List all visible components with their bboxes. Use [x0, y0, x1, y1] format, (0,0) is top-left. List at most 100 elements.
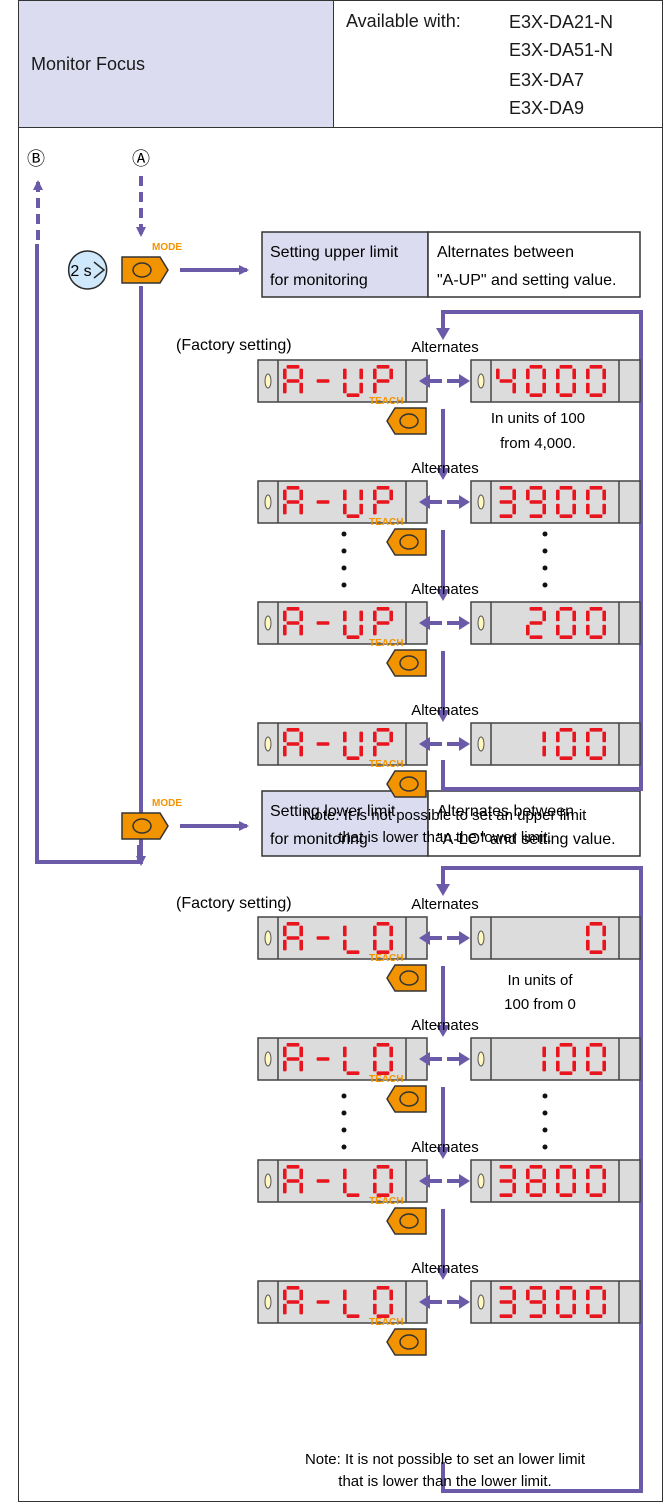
lower-teach-button-1[interactable]: TEACH	[369, 953, 427, 992]
lower-setting-box: Setting lower limit for monitoring Alter…	[261, 790, 641, 857]
continuation-dots	[341, 531, 548, 1150]
led-digit	[373, 922, 393, 954]
page-title: Monitor Focus	[18, 0, 334, 128]
upper-loop-arrowhead	[436, 328, 450, 340]
led-digit	[373, 728, 393, 757]
lower-desc-1: Alternates between	[437, 803, 574, 820]
upper-value-display-2: 3900	[470, 480, 641, 524]
lower-note-2: that is lower than the lower limit.	[338, 1473, 551, 1490]
upper-left-display-4: A-UP	[257, 722, 428, 766]
lower-value-display-2: 100	[470, 1037, 641, 1081]
led-digit	[526, 1286, 546, 1318]
led-digit	[343, 925, 360, 954]
teach-label: TEACH	[369, 396, 403, 407]
upper-down-arrow-3	[436, 651, 450, 722]
lower-value-display-3: 3800	[470, 1159, 641, 1203]
upper-note-1: Note: It is not possible to set an upper…	[304, 807, 587, 824]
flow-return-b	[35, 244, 141, 864]
teach-label: TEACH	[369, 638, 403, 649]
led-digit	[283, 1043, 303, 1072]
upper-units-note-2: from 4,000.	[500, 435, 576, 452]
lower-value-display-4: 3900	[470, 1280, 641, 1324]
upper-teach-button-1[interactable]: TEACH	[369, 396, 427, 435]
led-digit	[499, 486, 516, 518]
teach-label: TEACH	[369, 1074, 403, 1085]
led-digit	[316, 936, 330, 940]
upper-down-arrow-2	[436, 530, 450, 601]
lower-down-arrow-3	[436, 1209, 450, 1280]
led-digit	[526, 486, 546, 518]
lower-alternates-3: Alternates	[411, 1139, 479, 1156]
upper-units-note-1: In units of 100	[491, 410, 585, 427]
upper-left-display-3: A-UP	[257, 601, 428, 645]
led-digit	[343, 1289, 360, 1318]
teach-button-icon	[399, 534, 419, 550]
teach-button-icon	[399, 1213, 419, 1229]
model-2: E3X-DA51-N	[509, 40, 614, 60]
mode-label-1: MODE	[152, 242, 182, 253]
lower-note-1: Note: It is not possible to set an lower…	[305, 1451, 586, 1468]
mode-button-icon	[132, 262, 152, 278]
led-digit	[283, 1286, 303, 1315]
led-digit	[283, 365, 303, 394]
upper-alternate-arrow-2	[419, 495, 470, 509]
teach-button-icon	[399, 1334, 419, 1350]
led-digit	[499, 1165, 516, 1197]
lower-teach-button-2[interactable]: TEACH	[369, 1074, 427, 1113]
lower-teach-button-3[interactable]: TEACH	[369, 1196, 427, 1235]
lower-units-note-1: In units of	[507, 972, 573, 989]
lower-alternates-2: Alternates	[411, 1017, 479, 1034]
led-digit	[542, 1046, 546, 1072]
upper-box-label-2: for monitoring	[270, 272, 368, 289]
led-digit	[316, 379, 330, 383]
teach-label: TEACH	[369, 1196, 403, 1207]
lower-left-display-4: A-LO	[257, 1280, 428, 1324]
teach-label: TEACH	[369, 517, 403, 528]
led-digit	[283, 728, 303, 757]
led-digit	[316, 1179, 330, 1183]
led-digit	[542, 731, 546, 757]
teach-button-icon	[399, 970, 419, 986]
title-text: Monitor Focus	[31, 53, 146, 74]
lower-teach-button-4[interactable]: TEACH	[369, 1317, 427, 1356]
led-digit	[526, 1165, 546, 1197]
model-1: E3X-DA21-N	[509, 12, 614, 32]
led-digit	[373, 1043, 393, 1075]
upper-alternate-arrow-1	[419, 374, 470, 388]
lower-loop-arrowhead	[436, 884, 450, 896]
led-digit	[496, 368, 516, 394]
upper-desc-2: "A-UP" and setting value.	[437, 272, 616, 289]
led-digit	[316, 742, 330, 746]
upper-alternate-arrow-3	[419, 616, 470, 630]
mode-button-icon	[132, 818, 152, 834]
upper-alternates-4: Alternates	[411, 702, 479, 719]
teach-button-icon	[399, 413, 419, 429]
teach-label: TEACH	[369, 953, 403, 964]
lower-alternate-arrow-1	[419, 931, 470, 945]
lower-down-arrow-2	[436, 1087, 450, 1159]
lower-alternate-arrow-3	[419, 1174, 470, 1188]
upper-setting-box: Setting upper limit for monitoring Alter…	[261, 231, 641, 298]
marker-b: Ⓑ	[27, 149, 45, 169]
upper-teach-button-4[interactable]: TEACH	[369, 759, 427, 798]
lower-box-label-2: for monitoring	[270, 831, 368, 848]
upper-value-display-1: 4000	[470, 359, 641, 403]
teach-label: TEACH	[369, 1317, 403, 1328]
lower-loop-line	[441, 866, 643, 1493]
upper-down-arrow-1	[436, 409, 450, 480]
hold-2s-bubble: 2 s	[67, 250, 108, 290]
led-digit	[316, 621, 330, 625]
lower-left-display-3: A-LO	[257, 1159, 428, 1203]
upper-teach-button-2[interactable]: TEACH	[369, 517, 427, 556]
upper-teach-button-3[interactable]: TEACH	[369, 638, 427, 677]
lower-left-display-2: A-LO	[257, 1037, 428, 1081]
teach-button-icon	[399, 776, 419, 792]
upper-alternates-1: Alternates	[411, 339, 479, 356]
mode-button-1[interactable]: MODE	[121, 242, 182, 284]
mode-button-2[interactable]: MODE	[121, 798, 182, 840]
led-digit	[283, 922, 303, 951]
teach-button-icon	[399, 1091, 419, 1107]
led-digit	[316, 1300, 330, 1304]
upper-loop-line	[441, 310, 643, 791]
